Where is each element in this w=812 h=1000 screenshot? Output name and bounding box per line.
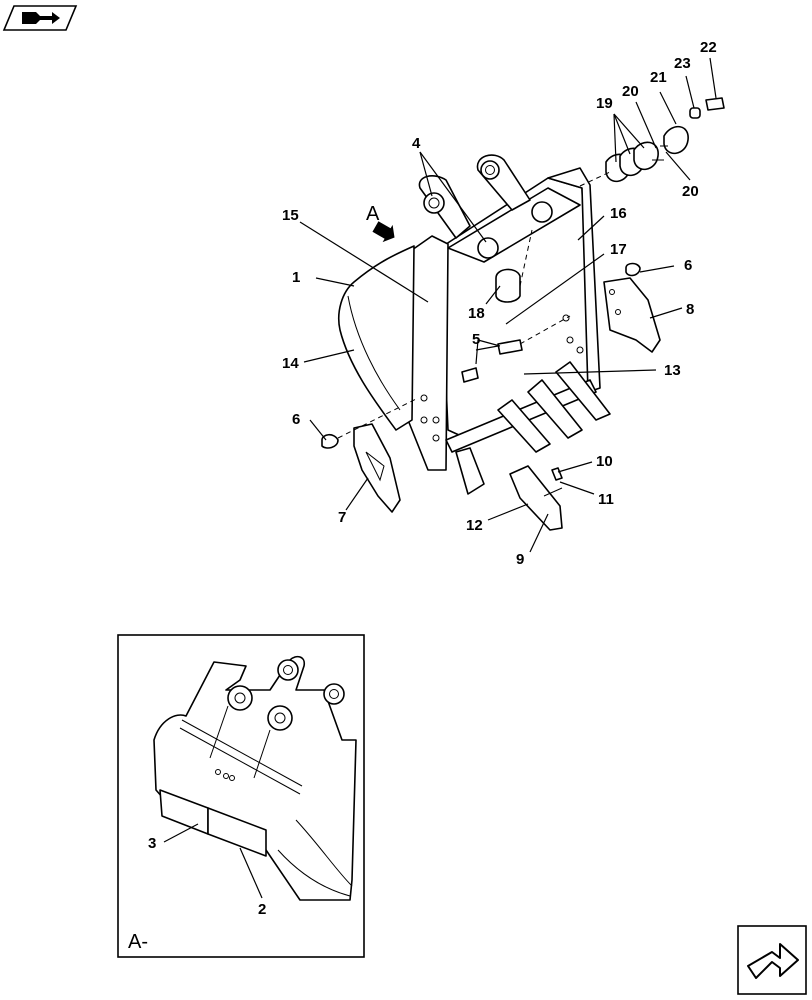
callout-19: 19 <box>596 95 613 112</box>
callout-20-bottom: 20 <box>682 183 699 200</box>
callout-1: 1 <box>292 269 300 286</box>
callouts: 1 14 15 4 5 6 7 6 8 9 10 11 12 13 16 17 … <box>282 39 717 568</box>
callout-7: 7 <box>338 509 346 526</box>
leader-lines <box>299 57 717 553</box>
callout-16: 16 <box>610 205 627 222</box>
inset-view-a: 3 2 A- <box>117 634 365 958</box>
callout-18: 18 <box>468 305 485 322</box>
callout-8: 8 <box>686 301 694 318</box>
callout-15: 15 <box>282 207 299 224</box>
inset-callout-2: 2 <box>258 901 266 918</box>
callout-13: 13 <box>664 362 681 379</box>
callout-11: 11 <box>598 491 614 508</box>
view-arrow-label: A <box>366 203 380 225</box>
book-arrow-icon[interactable] <box>2 5 78 31</box>
callout-21: 21 <box>650 69 667 86</box>
callout-9: 9 <box>516 551 524 568</box>
callout-20-top: 20 <box>622 83 639 100</box>
callout-22: 22 <box>700 39 717 56</box>
callout-10: 10 <box>596 453 613 470</box>
forward-arrow-icon[interactable] <box>737 925 807 995</box>
bucket-main-view <box>321 97 725 531</box>
inset-frame <box>117 634 365 958</box>
callout-6-left: 6 <box>292 411 300 428</box>
callout-23: 23 <box>674 55 691 72</box>
inset-view-label: A- <box>128 931 148 953</box>
callout-5: 5 <box>472 331 480 348</box>
callout-6-right: 6 <box>684 257 692 274</box>
inset-callout-3: 3 <box>148 835 156 852</box>
callout-4: 4 <box>412 135 421 152</box>
callout-17: 17 <box>610 241 627 258</box>
callout-12: 12 <box>466 517 483 534</box>
callout-14: 14 <box>282 355 299 372</box>
